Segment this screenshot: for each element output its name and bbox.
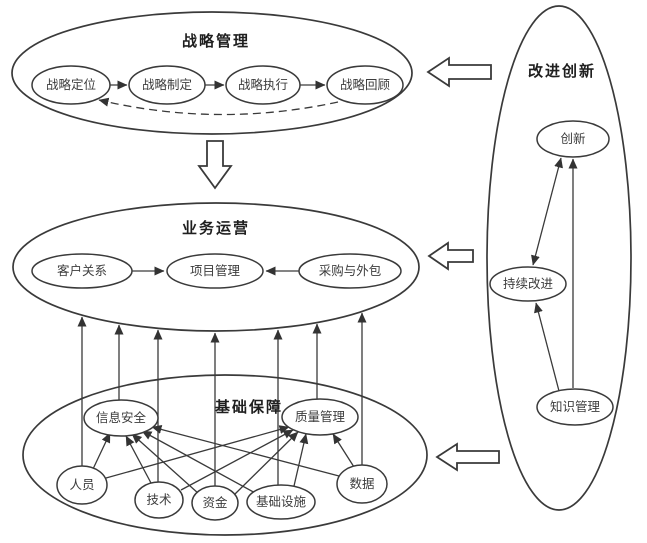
flow-arrow-down-icon <box>197 140 233 190</box>
node-infrastructure <box>246 484 316 520</box>
foundation-group: 基础保障 信息安全 质量管理 人员 技术 资金 基础设施 数据 <box>22 312 428 536</box>
operations-boundary-ellipse <box>12 202 420 332</box>
foundation-boundary-ellipse <box>22 374 428 536</box>
strategy-title: 战略管理 <box>182 32 250 50</box>
label-strategic-positioning: 战略定位 <box>46 77 96 92</box>
link-personnel-to-infosec <box>92 432 111 470</box>
foundation-title: 基础保障 <box>214 398 283 416</box>
node-technology <box>134 481 184 519</box>
node-quality-management <box>281 398 359 436</box>
label-project-management: 项目管理 <box>190 263 241 278</box>
flow-arrow-left-top-icon <box>426 56 492 88</box>
operations-title: 业务运营 <box>182 219 250 237</box>
link-funds-to-infosec <box>131 433 200 495</box>
label-information-security: 信息安全 <box>96 410 147 425</box>
flow-arrow-left-bottom-icon <box>435 442 500 472</box>
node-customer-relations <box>31 253 133 289</box>
flow-arrow-left-middle-icon <box>427 241 474 271</box>
label-data: 数据 <box>349 476 374 491</box>
label-strategy-formulation: 战略制定 <box>142 77 192 92</box>
operations-group: 业务运营 客户关系 项目管理 采购与外包 <box>12 202 420 332</box>
link-innovation-continuous-bidirectional <box>531 157 563 266</box>
improvement-boundary-ellipse <box>486 5 632 511</box>
node-project-management <box>166 253 264 289</box>
node-knowledge-management <box>536 388 614 426</box>
link-technology-to-quality <box>180 429 294 491</box>
node-personnel <box>56 465 108 505</box>
node-data <box>336 464 388 504</box>
improvement-group: 改进创新 创新 持续改进 知识管理 <box>486 5 632 511</box>
node-information-security <box>83 399 159 437</box>
link-data-to-quality <box>332 433 355 468</box>
node-strategic-positioning <box>31 65 111 105</box>
label-funds: 资金 <box>202 495 228 510</box>
label-knowledge-management: 知识管理 <box>550 399 601 414</box>
link-funds-to-quality <box>234 431 299 495</box>
node-funds <box>191 485 239 521</box>
label-quality-management: 质量管理 <box>295 409 346 424</box>
label-continuous-improvement: 持续改进 <box>503 276 554 291</box>
strategy-group: 战略管理 战略定位 战略制定 战略执行 战略回顾 <box>11 11 413 135</box>
link-technology-to-infosec <box>125 435 152 484</box>
label-innovation: 创新 <box>560 131 585 146</box>
label-personnel: 人员 <box>69 478 94 492</box>
strategy-boundary-ellipse <box>11 11 413 135</box>
link-review-to-positioning-dashed <box>98 97 339 116</box>
node-innovation <box>536 120 610 158</box>
node-strategy-execution <box>225 65 301 105</box>
node-strategy-formulation <box>128 65 206 105</box>
label-strategy-review: 战略回顾 <box>340 77 390 92</box>
node-procurement-outsourcing <box>298 253 402 289</box>
node-strategy-review <box>326 65 404 105</box>
label-technology: 技术 <box>146 493 172 507</box>
node-continuous-improvement <box>489 266 567 302</box>
link-infrastructure-to-quality <box>293 433 309 487</box>
improvement-title: 改进创新 <box>528 62 596 80</box>
link-infrastructure-to-infosec <box>141 430 258 495</box>
label-procurement-outsourcing: 采购与外包 <box>319 263 382 278</box>
link-knowledge-to-continuous <box>534 302 560 392</box>
label-strategy-execution: 战略执行 <box>238 77 288 92</box>
link-personnel-to-quality <box>105 425 290 479</box>
label-customer-relations: 客户关系 <box>57 263 107 278</box>
label-infrastructure: 基础设施 <box>256 494 307 509</box>
link-data-to-infosec <box>151 425 340 477</box>
